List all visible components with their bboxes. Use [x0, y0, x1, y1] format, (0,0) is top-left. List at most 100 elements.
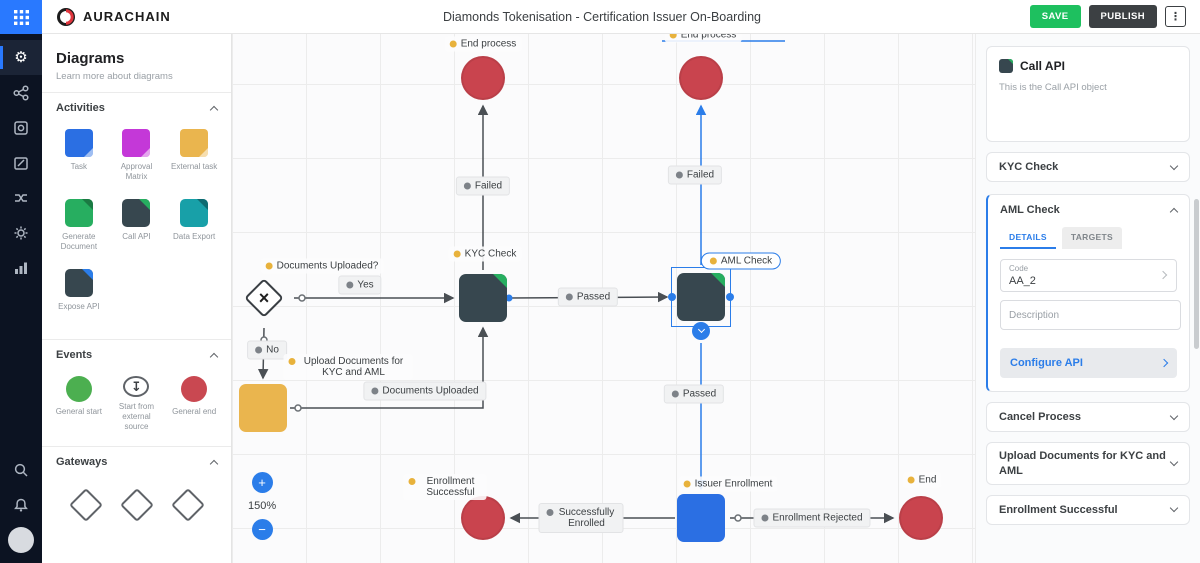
label-upload-documents[interactable]: Upload Documents for KYC and AML: [283, 354, 413, 380]
palette-item-start-external[interactable]: ↧ Start from external source: [108, 376, 166, 432]
call-api-icon: [122, 199, 151, 227]
diagram-canvas[interactable]: × End process End process Failed Failed …: [232, 34, 975, 563]
label-failed-1[interactable]: Failed: [455, 176, 511, 196]
object-frame-icon[interactable]: [0, 110, 42, 145]
label-yes[interactable]: Yes: [338, 275, 382, 295]
analytics-icon[interactable]: [0, 250, 42, 285]
palette-title: Diagrams: [56, 50, 125, 67]
expose-api-icon: [64, 269, 93, 297]
collapse-chevron-icon: [209, 105, 219, 114]
gateways-section-header[interactable]: Gateways: [42, 447, 231, 477]
end-event-node-failed-aml[interactable]: [679, 56, 723, 100]
aurachain-logo-icon: [57, 7, 75, 26]
palette-item-expose-api[interactable]: Expose API: [50, 269, 108, 325]
expand-chevron-icon: [1169, 161, 1179, 170]
edit-icon[interactable]: [0, 145, 42, 180]
publish-button[interactable]: PUBLISH: [1088, 5, 1157, 28]
label-end[interactable]: End: [902, 472, 942, 488]
aml-check-header[interactable]: AML Check: [988, 195, 1189, 225]
label-kyc-check[interactable]: KYC Check: [448, 246, 522, 262]
label-passed-2[interactable]: Passed: [663, 384, 725, 404]
events-label: Events: [56, 349, 93, 361]
gateway-icon[interactable]: [119, 488, 154, 522]
expand-chevron-icon: [1169, 457, 1179, 467]
section-kyc-check[interactable]: KYC Check: [986, 152, 1190, 182]
palette-item-general-end[interactable]: General end: [165, 376, 223, 432]
label-successfully-enrolled[interactable]: Successfully Enrolled: [538, 503, 624, 533]
configure-api-button[interactable]: Configure API: [1000, 348, 1177, 379]
approval-matrix-icon: [122, 129, 151, 157]
collapse-chevron-icon: [1169, 207, 1179, 216]
palette-item-approval-matrix[interactable]: Approval Matrix: [108, 129, 166, 185]
call-api-doc-icon: [999, 59, 1013, 73]
page-title: Diamonds Tokenisation - Certification Is…: [443, 9, 761, 24]
zoom-control: + 150% −: [248, 472, 276, 540]
gateway-icon[interactable]: [68, 488, 103, 522]
collapse-chevron-icon: [209, 352, 219, 361]
exclusive-gateway-node[interactable]: ×: [244, 278, 284, 318]
issuer-enrollment-node[interactable]: [677, 494, 725, 542]
process-flow-icon[interactable]: [0, 75, 42, 110]
description-input[interactable]: [1000, 300, 1181, 331]
section-upload-documents[interactable]: Upload Documents for KYC and AML: [986, 442, 1190, 485]
expand-chevron-icon: [1169, 504, 1179, 513]
automation-gear-icon[interactable]: [0, 215, 42, 250]
palette-item-data-export[interactable]: Data Export: [165, 199, 223, 255]
palette-item-general-start[interactable]: General start: [50, 376, 108, 432]
general-end-icon: [181, 376, 208, 402]
selected-object-description: This is the Call API object: [999, 82, 1107, 93]
end-event-node-rejected[interactable]: [899, 496, 943, 540]
upload-documents-node[interactable]: [239, 384, 287, 432]
label-end-process-2[interactable]: End process: [664, 34, 742, 43]
zoom-out-button[interactable]: −: [251, 519, 273, 540]
app-launcher-icon[interactable]: [0, 0, 42, 34]
tab-details[interactable]: DETAILS: [1000, 227, 1056, 250]
label-end-process-1[interactable]: End process: [444, 36, 522, 52]
section-cancel-process[interactable]: Cancel Process: [986, 402, 1190, 433]
aurachain-logo[interactable]: AURACHAIN: [56, 7, 171, 27]
label-issuer-enrollment[interactable]: Issuer Enrollment: [678, 476, 778, 492]
label-enrollment-successful[interactable]: Enrollment Successful: [403, 474, 487, 500]
node-expand-button[interactable]: [692, 322, 710, 340]
more-options-button[interactable]: ⋮: [1165, 6, 1186, 27]
save-button[interactable]: SAVE: [1029, 5, 1081, 28]
gateway-icon[interactable]: [170, 488, 205, 522]
data-export-icon: [180, 199, 209, 227]
gateways-section: Gateways: [42, 446, 231, 522]
activities-section-header[interactable]: Activities: [42, 93, 231, 123]
start-external-icon: ↧: [123, 376, 150, 397]
user-avatar[interactable]: [0, 522, 42, 557]
end-event-node-enrolled[interactable]: [461, 496, 505, 540]
notifications-bell-icon[interactable]: [0, 487, 42, 522]
zoom-in-button[interactable]: +: [251, 472, 273, 493]
label-failed-2[interactable]: Failed: [667, 165, 723, 185]
events-section-header[interactable]: Events: [42, 340, 231, 370]
label-documents-uploaded[interactable]: Documents Uploaded: [363, 381, 487, 401]
label-documents-uploaded-question[interactable]: Documents Uploaded?: [260, 258, 384, 274]
palette-item-external-task[interactable]: External task: [165, 129, 223, 185]
label-aml-check[interactable]: AML Check: [700, 252, 782, 270]
label-passed-1[interactable]: Passed: [557, 287, 619, 307]
section-enrollment-successful[interactable]: Enrollment Successful: [986, 494, 1190, 525]
selection-box[interactable]: [668, 267, 734, 327]
end-event-node-failed-kyc[interactable]: [461, 56, 505, 100]
label-no[interactable]: No: [247, 340, 287, 360]
palette-subtitle[interactable]: Learn more about diagrams: [56, 71, 173, 82]
palette-item-generate-document[interactable]: Generate Document: [50, 199, 108, 255]
search-icon[interactable]: [0, 452, 42, 487]
kyc-check-node[interactable]: [459, 274, 507, 322]
tab-targets[interactable]: TARGETS: [1061, 227, 1122, 250]
scrollbar-thumb[interactable]: [1194, 199, 1199, 349]
palette-item-call-api[interactable]: Call API: [108, 199, 166, 255]
shuffle-icon[interactable]: [0, 180, 42, 215]
activities-label: Activities: [56, 102, 105, 114]
selected-object-card: Call API This is the Call API object: [986, 46, 1190, 142]
zoom-level: 150%: [248, 500, 277, 512]
palette-item-task[interactable]: Task: [50, 129, 108, 185]
left-icon-bar: ⚙: [0, 0, 42, 563]
aml-check-node[interactable]: [677, 273, 725, 321]
label-enrollment-rejected[interactable]: Enrollment Rejected: [753, 508, 871, 528]
settings-gear-icon[interactable]: ⚙: [0, 40, 42, 75]
code-field[interactable]: Code AA_2: [1000, 259, 1177, 293]
activities-section: Activities Task Approval Matrix External…: [42, 92, 231, 339]
